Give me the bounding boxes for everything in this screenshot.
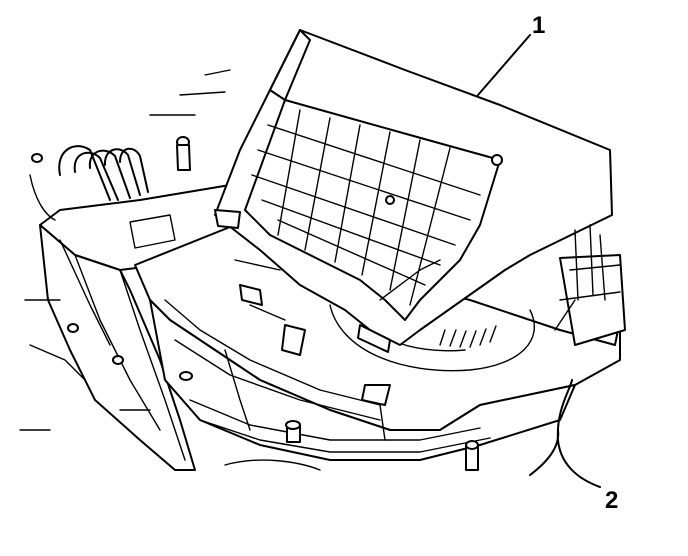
housing-right-end bbox=[554, 224, 626, 346]
filter-door bbox=[214, 29, 613, 353]
callout-1: 1 bbox=[477, 12, 545, 96]
hvac-case-left bbox=[19, 184, 256, 471]
center-clips bbox=[234, 259, 391, 406]
leader-line-1 bbox=[477, 34, 531, 96]
mount-posts bbox=[67, 323, 479, 471]
callout-2: 2 bbox=[529, 379, 618, 514]
callout-label-2: 2 bbox=[605, 487, 618, 514]
callout-label-1: 1 bbox=[532, 12, 545, 39]
hose-connectors bbox=[29, 69, 231, 221]
